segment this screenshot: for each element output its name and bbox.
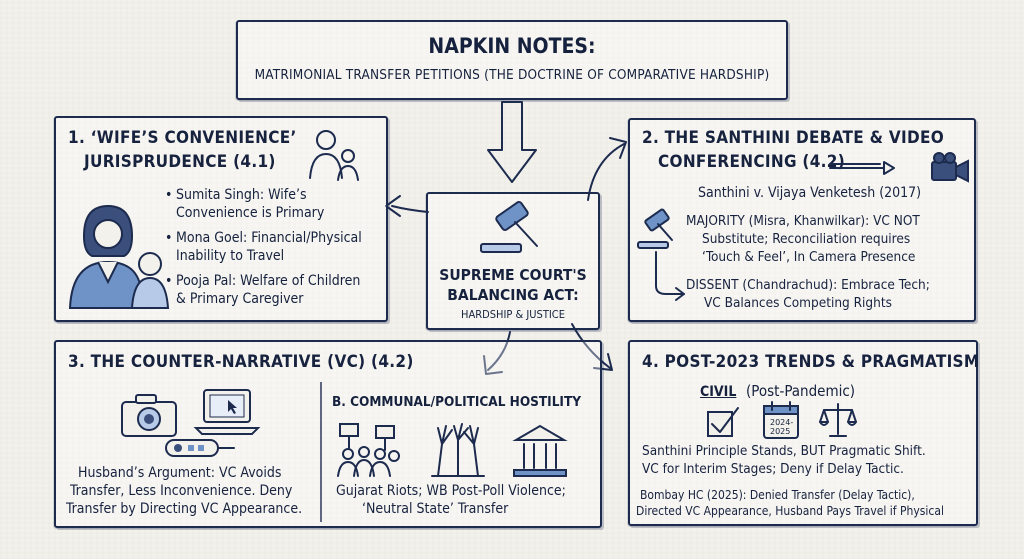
- section-3-heading: 3. THE COUNTER-NARRATIVE (VC) (4.2): [68, 352, 414, 372]
- gavel-icon: [480, 201, 538, 253]
- majority-line-1: MAJORITY (Misra, Khanwilkar): VC NOT: [686, 213, 920, 229]
- bullet-dot: •: [165, 273, 173, 289]
- mother-child-large-icon: [68, 204, 170, 309]
- bullet-2-line2: Inability to Travel: [176, 248, 285, 264]
- center-line-2: BALANCING ACT:: [447, 286, 579, 304]
- husband-argument-1: Husband’s Argument: VC Avoids: [78, 465, 282, 481]
- checkbox-icon: [707, 407, 739, 437]
- arrow-to-section2-icon: [587, 137, 627, 201]
- bullet-3-line1: Pooja Pal: Welfare of Children: [176, 273, 361, 289]
- principle-line-2: VC for Interim Stages; Deny if Delay Tac…: [642, 461, 904, 477]
- title-box: NAPKIN NOTES: MATRIMONIAL TRANSFER PETIT…: [236, 20, 788, 100]
- center-line-1: SUPREME COURT'S: [439, 266, 587, 284]
- bullet-dot: •: [165, 230, 173, 246]
- section-3-divider: [320, 382, 322, 522]
- page-subtitle: MATRIMONIAL TRANSFER PETITIONS (THE DOCT…: [254, 67, 770, 83]
- santhini-case: Santhini v. Vijaya Venketesh (2017): [698, 185, 922, 201]
- civil-note: (Post-Pandemic): [746, 382, 856, 400]
- arrow-to-section3-icon: [483, 331, 511, 375]
- center-box: SUPREME COURT'S BALANCING ACT: HARDSHIP …: [426, 192, 600, 330]
- down-arrow-icon: [487, 101, 537, 183]
- section-2-heading-line1: 2. THE SANTHINI DEBATE & VIDEO: [642, 128, 945, 148]
- hostility-line-1: Gujarat Riots; WB Post-Poll Violence;: [336, 483, 566, 499]
- flow-arrow-icon: [655, 251, 685, 301]
- section-4-box: 4. POST-2023 TRENDS & PRAGMATISM CIVIL (…: [628, 340, 980, 526]
- bullet-dot: •: [165, 187, 173, 203]
- protest-crowd-icon: [337, 423, 400, 477]
- section-1-bullet-3: • Pooja Pal: Welfare of Children & Prima…: [165, 272, 361, 308]
- section-1-heading-line1: 1. ‘WIFE’S CONVENIENCE’: [68, 128, 297, 148]
- bombay-line-2: Directed VC Appearance, Husband Pays Tra…: [636, 504, 944, 518]
- section-1-box: 1. ‘WIFE’S CONVENIENCE’ JURISPRUDENCE (4…: [54, 116, 388, 322]
- husband-argument-2: Transfer, Less Inconvenience. Deny: [70, 483, 293, 499]
- gavel-small-icon: [637, 208, 673, 249]
- raised-hands-icon: [431, 423, 485, 477]
- bullet-3-line2: & Primary Caregiver: [176, 291, 304, 307]
- calendar-icon: [763, 401, 799, 439]
- section-2-box: 2. THE SANTHINI DEBATE & VIDEO CONFERENC…: [628, 118, 976, 322]
- remote-icon: [165, 439, 235, 457]
- right-arrow-icon: [829, 161, 895, 175]
- hostility-line-2: ‘Neutral State’ Transfer: [362, 501, 509, 517]
- bullet-2-line1: Mona Goel: Financial/Physical: [176, 230, 362, 246]
- calendar-year-2: 2025: [770, 427, 791, 436]
- dissent-line-2: VC Balances Competing Rights: [704, 295, 892, 311]
- bullet-1-line2: Convenience is Primary: [176, 205, 325, 221]
- majority-line-3: ‘Touch & Feel’, In Camera Presence: [702, 249, 916, 265]
- section-3-subheading: B. COMMUNAL/POLITICAL HOSTILITY: [332, 394, 582, 410]
- camera-icon: [121, 394, 177, 437]
- calendar-year-1: 2024-: [770, 418, 794, 427]
- mother-child-small-icon: [309, 130, 359, 181]
- scales-icon: [819, 403, 857, 437]
- video-camera-icon: [931, 152, 969, 183]
- section-1-bullet-2: • Mona Goel: Financial/Physical Inabilit…: [165, 229, 362, 265]
- dissent-line-1: DISSENT (Chandrachud): Embrace Tech;: [686, 277, 930, 293]
- section-1-heading-line2: JURISPRUDENCE (4.1): [84, 152, 276, 172]
- bombay-line-1: Bombay HC (2025): Denied Transfer (Delay…: [640, 488, 915, 502]
- husband-argument-3: Transfer by Directing VC Appearance.: [66, 501, 303, 517]
- courthouse-icon: [512, 424, 568, 477]
- page-title: NAPKIN NOTES:: [428, 34, 596, 58]
- laptop-icon: [193, 389, 261, 435]
- section-3-box: 3. THE COUNTER-NARRATIVE (VC) (4.2) Husb…: [54, 340, 602, 528]
- center-line-3: HARDSHIP & JUSTICE: [461, 308, 565, 321]
- section-2-heading-line2: CONFERENCING (4.2): [658, 152, 846, 172]
- bullet-1-line1: Sumita Singh: Wife’s: [176, 187, 307, 203]
- civil-label: CIVIL: [700, 384, 737, 400]
- majority-line-2: Substitute; Reconciliation requires: [702, 231, 911, 247]
- section-1-bullet-1: • Sumita Singh: Wife’s Convenience is Pr…: [165, 186, 325, 222]
- principle-line-1: Santhini Principle Stands, BUT Pragmatic…: [642, 443, 926, 459]
- section-4-heading: 4. POST-2023 TRENDS & PRAGMATISM: [642, 352, 980, 372]
